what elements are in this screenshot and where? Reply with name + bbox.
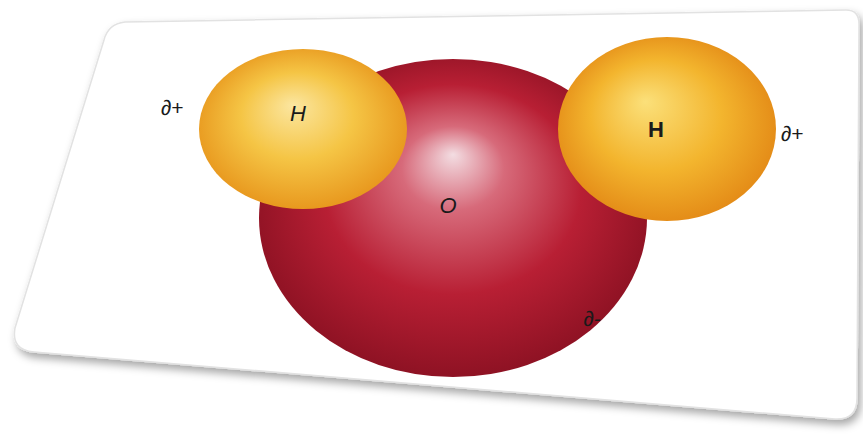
partial-charge-label: ∂- xyxy=(583,308,600,329)
card-outline xyxy=(14,10,859,419)
atom-surface xyxy=(259,59,647,377)
partial-charge-label: ∂+ xyxy=(781,123,804,144)
atom-symbol: H xyxy=(648,119,664,141)
atom-surface xyxy=(199,49,407,209)
atom-symbol: O xyxy=(439,195,456,217)
hydrogen-atom: H xyxy=(557,36,777,222)
atom-surface xyxy=(558,37,776,221)
atom-symbol: H xyxy=(290,103,306,125)
atom-sphere xyxy=(198,48,408,210)
atom-sphere xyxy=(557,36,777,222)
hydrogen-atom: H xyxy=(198,48,408,210)
partial-charge-label: ∂+ xyxy=(161,97,184,118)
